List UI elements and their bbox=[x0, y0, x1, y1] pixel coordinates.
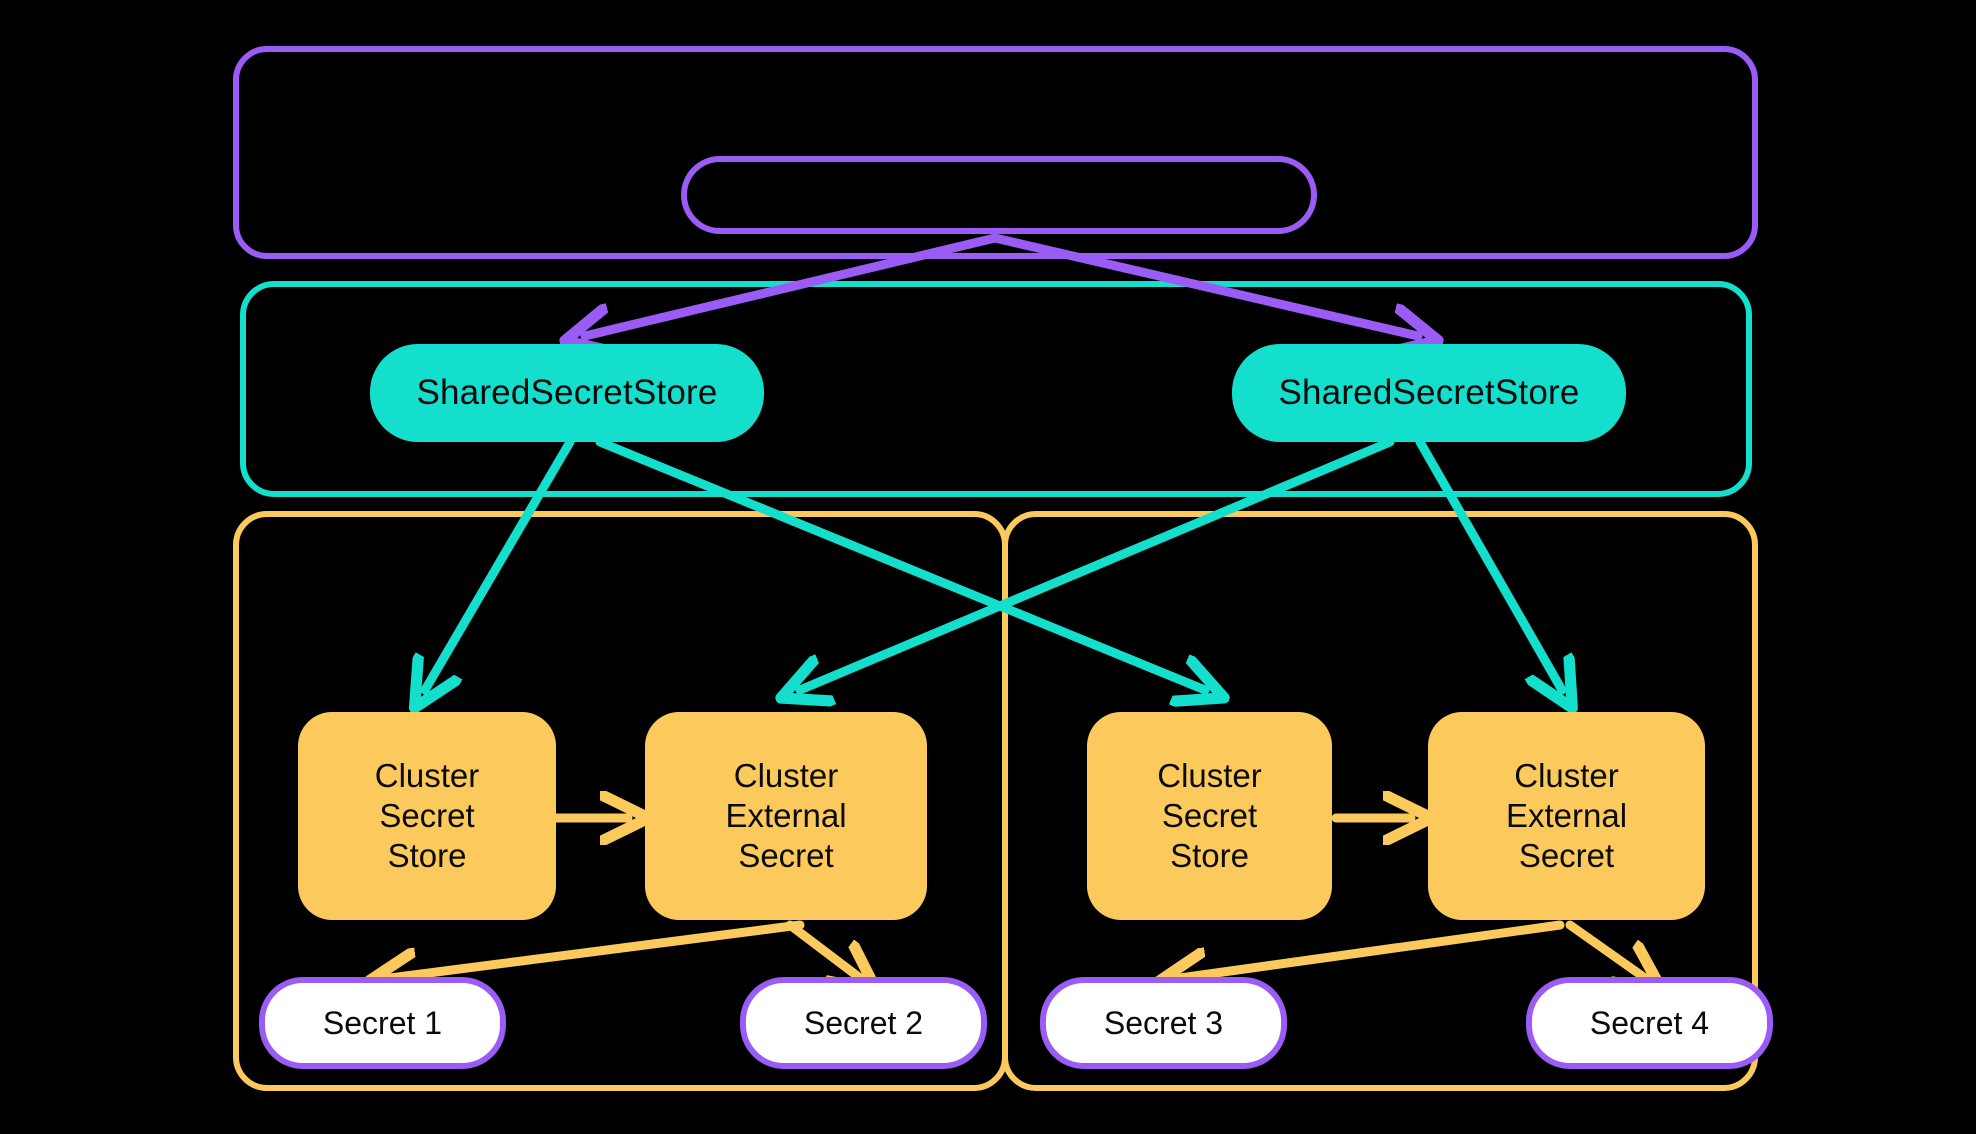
cluster-external-secret-left[interactable]: Cluster External Secret bbox=[645, 712, 927, 920]
edge-ces-to-secret-1 bbox=[390, 920, 805, 978]
edge-inner-to-shared-left bbox=[585, 233, 1000, 336]
secret-3[interactable]: Secret 3 bbox=[1040, 977, 1287, 1069]
cluster-external-secret-left-line1: Cluster bbox=[733, 756, 839, 794]
orange-cluster-container-right bbox=[1002, 511, 1758, 1091]
edge-shared-right-to-ces-right bbox=[1415, 437, 1562, 690]
cluster-secret-store-left-line3: Store bbox=[387, 837, 467, 875]
edge-ces-to-secret-2 bbox=[785, 920, 860, 978]
cluster-secret-store-left-line1: Cluster bbox=[374, 756, 480, 794]
secret-4[interactable]: Secret 4 bbox=[1526, 977, 1773, 1069]
outer-purple-container bbox=[233, 46, 1758, 259]
edge-shared-right-to-ces-left bbox=[800, 437, 1395, 690]
edge-inner-to-shared-right bbox=[990, 233, 1418, 336]
shared-secret-store-left[interactable]: SharedSecretStore bbox=[370, 344, 764, 442]
cluster-external-secret-left-line3: Secret bbox=[738, 837, 834, 875]
edge-ces-to-secret-4 bbox=[1565, 920, 1645, 978]
edge-shared-left-to-css-right bbox=[595, 437, 1205, 690]
shared-secret-store-right[interactable]: SharedSecretStore bbox=[1232, 344, 1626, 442]
cluster-external-secret-right-line2: External bbox=[1505, 796, 1628, 834]
edge-ces-to-secret-3 bbox=[1180, 920, 1565, 978]
inner-purple-pill[interactable] bbox=[681, 156, 1317, 234]
cluster-secret-store-right[interactable]: Cluster Secret Store bbox=[1087, 712, 1332, 920]
cluster-secret-store-right-line2: Secret bbox=[1161, 796, 1258, 834]
edge-shared-left-to-css-left bbox=[425, 437, 575, 690]
cluster-external-secret-right-line3: Secret bbox=[1518, 837, 1615, 875]
cluster-external-secret-right[interactable]: Cluster External Secret bbox=[1428, 712, 1705, 920]
cluster-secret-store-left[interactable]: Cluster Secret Store bbox=[298, 712, 556, 920]
secret-1[interactable]: Secret 1 bbox=[259, 977, 506, 1069]
cluster-external-secret-right-line1: Cluster bbox=[1514, 756, 1619, 794]
teal-group-container bbox=[240, 281, 1752, 497]
cluster-external-secret-left-line2: External bbox=[725, 796, 847, 834]
secret-2[interactable]: Secret 2 bbox=[740, 977, 987, 1069]
cluster-secret-store-left-line2: Secret bbox=[379, 796, 475, 834]
cluster-secret-store-right-line3: Store bbox=[1170, 837, 1249, 875]
cluster-secret-store-right-line1: Cluster bbox=[1157, 756, 1262, 794]
